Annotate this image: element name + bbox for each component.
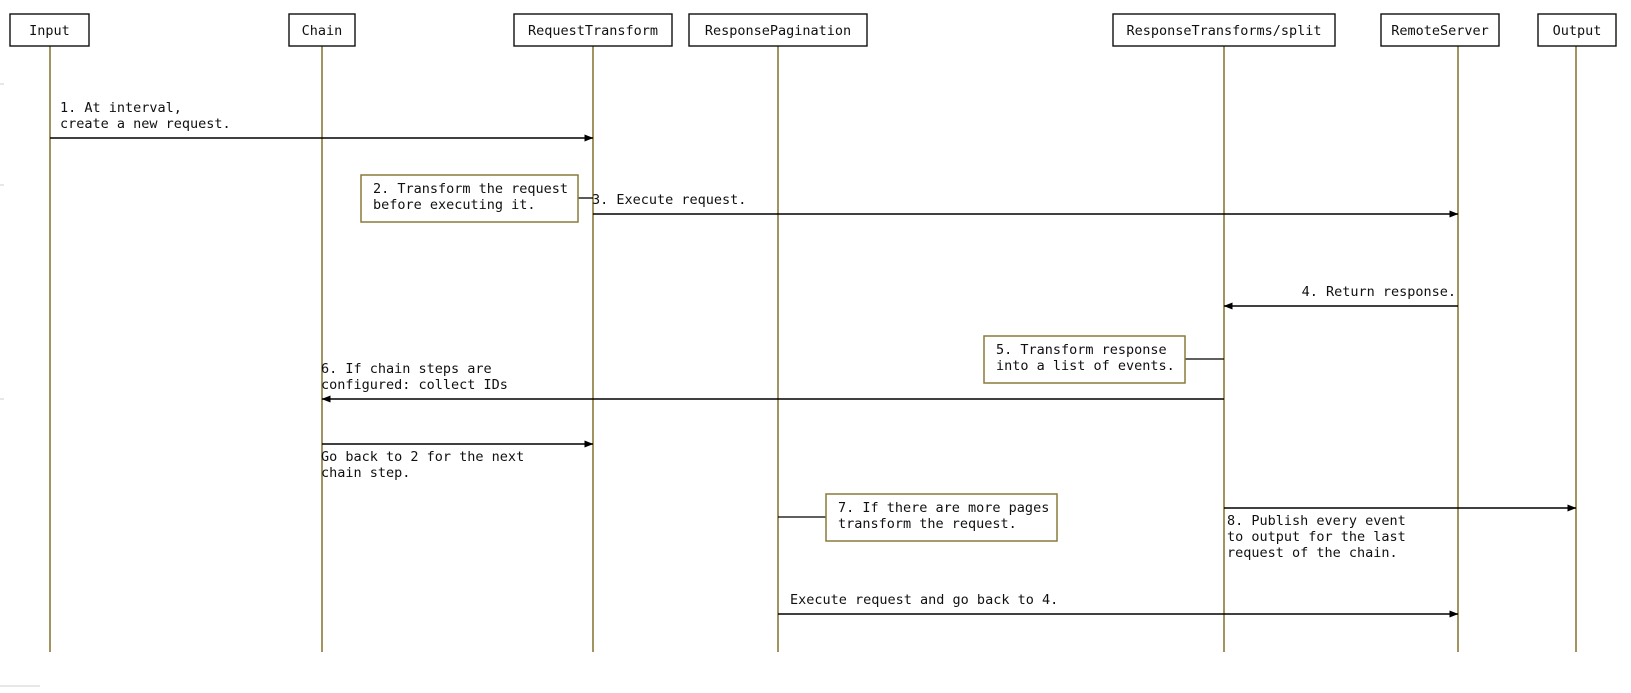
- messages-layer: 1. At interval,create a new request. 3. E…: [50, 100, 1577, 618]
- note-text-n7-line-2: transform the request.: [838, 516, 1017, 532]
- participant-output[interactable]: Output: [1537, 13, 1617, 47]
- message-m4[interactable]: 4. Return response.: [1223, 284, 1458, 310]
- message-label-m8-line-2: to output for the last: [1227, 529, 1406, 545]
- participant-chain[interactable]: Chain: [288, 13, 356, 47]
- message-label-m6-line-1: 6. If chain steps are: [321, 361, 492, 377]
- message-label-m1-line-2: create a new request.: [60, 116, 231, 132]
- note-text-n2-line-2: before executing it.: [373, 197, 536, 213]
- note-text-n5-line-1: 5. Transform response: [996, 342, 1167, 358]
- message-m-goback4[interactable]: Execute request and go back to 4.: [778, 592, 1459, 618]
- participant-reqxf[interactable]: RequestTransform: [513, 13, 673, 47]
- participant-label-remote: RemoteServer: [1391, 23, 1489, 39]
- participant-respxf[interactable]: ResponseTransforms/split: [1112, 13, 1336, 47]
- participant-input[interactable]: Input: [9, 13, 90, 47]
- participant-label-chain: Chain: [302, 23, 343, 39]
- note-text-n5-line-2: into a list of events.: [996, 358, 1175, 374]
- message-label-m8-line-1: 8. Publish every event: [1227, 513, 1406, 529]
- message-label-m-goback2-line-2: chain step.: [321, 465, 410, 481]
- message-label-m1-line-1: 1. At interval,: [60, 100, 182, 116]
- participant-label-respxf: ResponseTransforms/split: [1126, 23, 1321, 39]
- participant-resppage[interactable]: ResponsePagination: [688, 13, 868, 47]
- participant-label-output: Output: [1553, 23, 1602, 39]
- participants-layer: Input Chain RequestTransform ResponsePagina…: [9, 13, 1617, 47]
- message-label-m4-line-1: 4. Return response.: [1302, 284, 1456, 300]
- message-label-m6-line-2: configured: collect IDs: [321, 377, 508, 393]
- message-label-m3-line-1: 3. Execute request.: [592, 192, 746, 208]
- edge-ticks: [0, 83, 40, 687]
- message-m1[interactable]: 1. At interval,create a new request.: [50, 100, 594, 142]
- participant-label-resppage: ResponsePagination: [705, 23, 851, 39]
- message-label-m-goback2-line-1: Go back to 2 for the next: [321, 449, 524, 465]
- message-m3[interactable]: 3. Execute request.: [592, 192, 1459, 218]
- message-label-m8-line-3: request of the chain.: [1227, 545, 1398, 561]
- note-text-n2-line-1: 2. Transform the request: [373, 181, 568, 197]
- message-label-m-goback4-line-1: Execute request and go back to 4.: [790, 592, 1058, 608]
- participant-label-input: Input: [29, 23, 70, 39]
- note-text-n7-line-1: 7. If there are more pages: [838, 500, 1049, 516]
- lifelines-layer: [49, 46, 1577, 652]
- participant-label-reqxf: RequestTransform: [528, 23, 658, 39]
- participant-remote[interactable]: RemoteServer: [1380, 13, 1500, 47]
